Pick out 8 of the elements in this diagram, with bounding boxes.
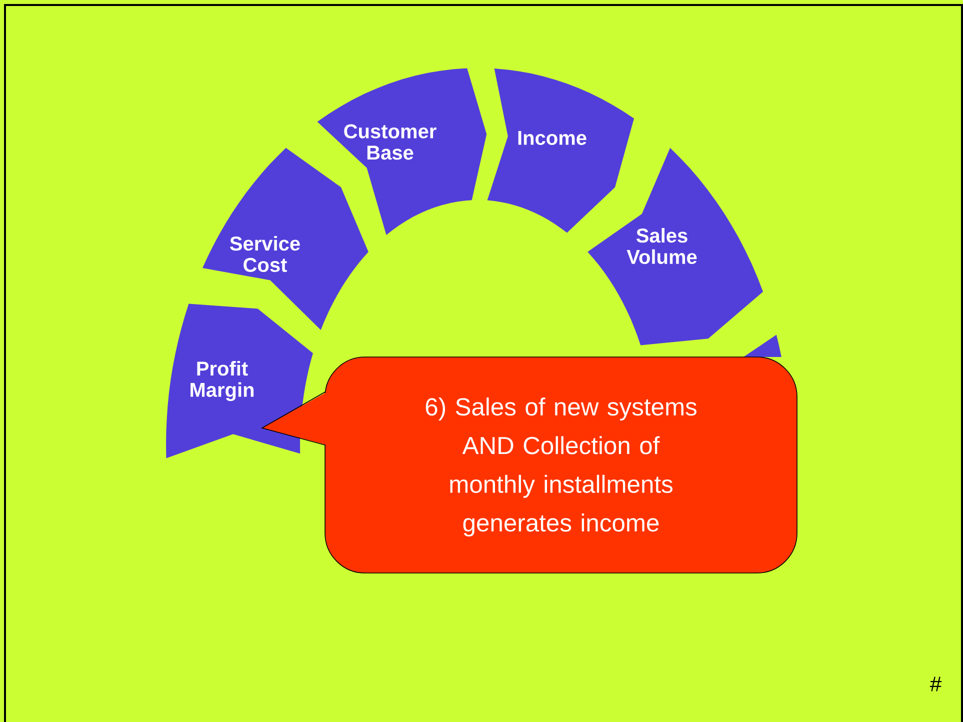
ring-segment: Service Cost [202,148,368,330]
ring-segment: Income [487,68,634,233]
ring-segment [743,334,782,357]
callout-bubble: 6) Sales of new systems AND Collection of monthly installments generates income [260,356,798,574]
ring-segment: Sales Volume [588,148,763,346]
slide-number: # [930,676,942,692]
ring-segment: Customer Base [317,68,487,235]
ring-segment: Profit Margin [166,304,313,458]
